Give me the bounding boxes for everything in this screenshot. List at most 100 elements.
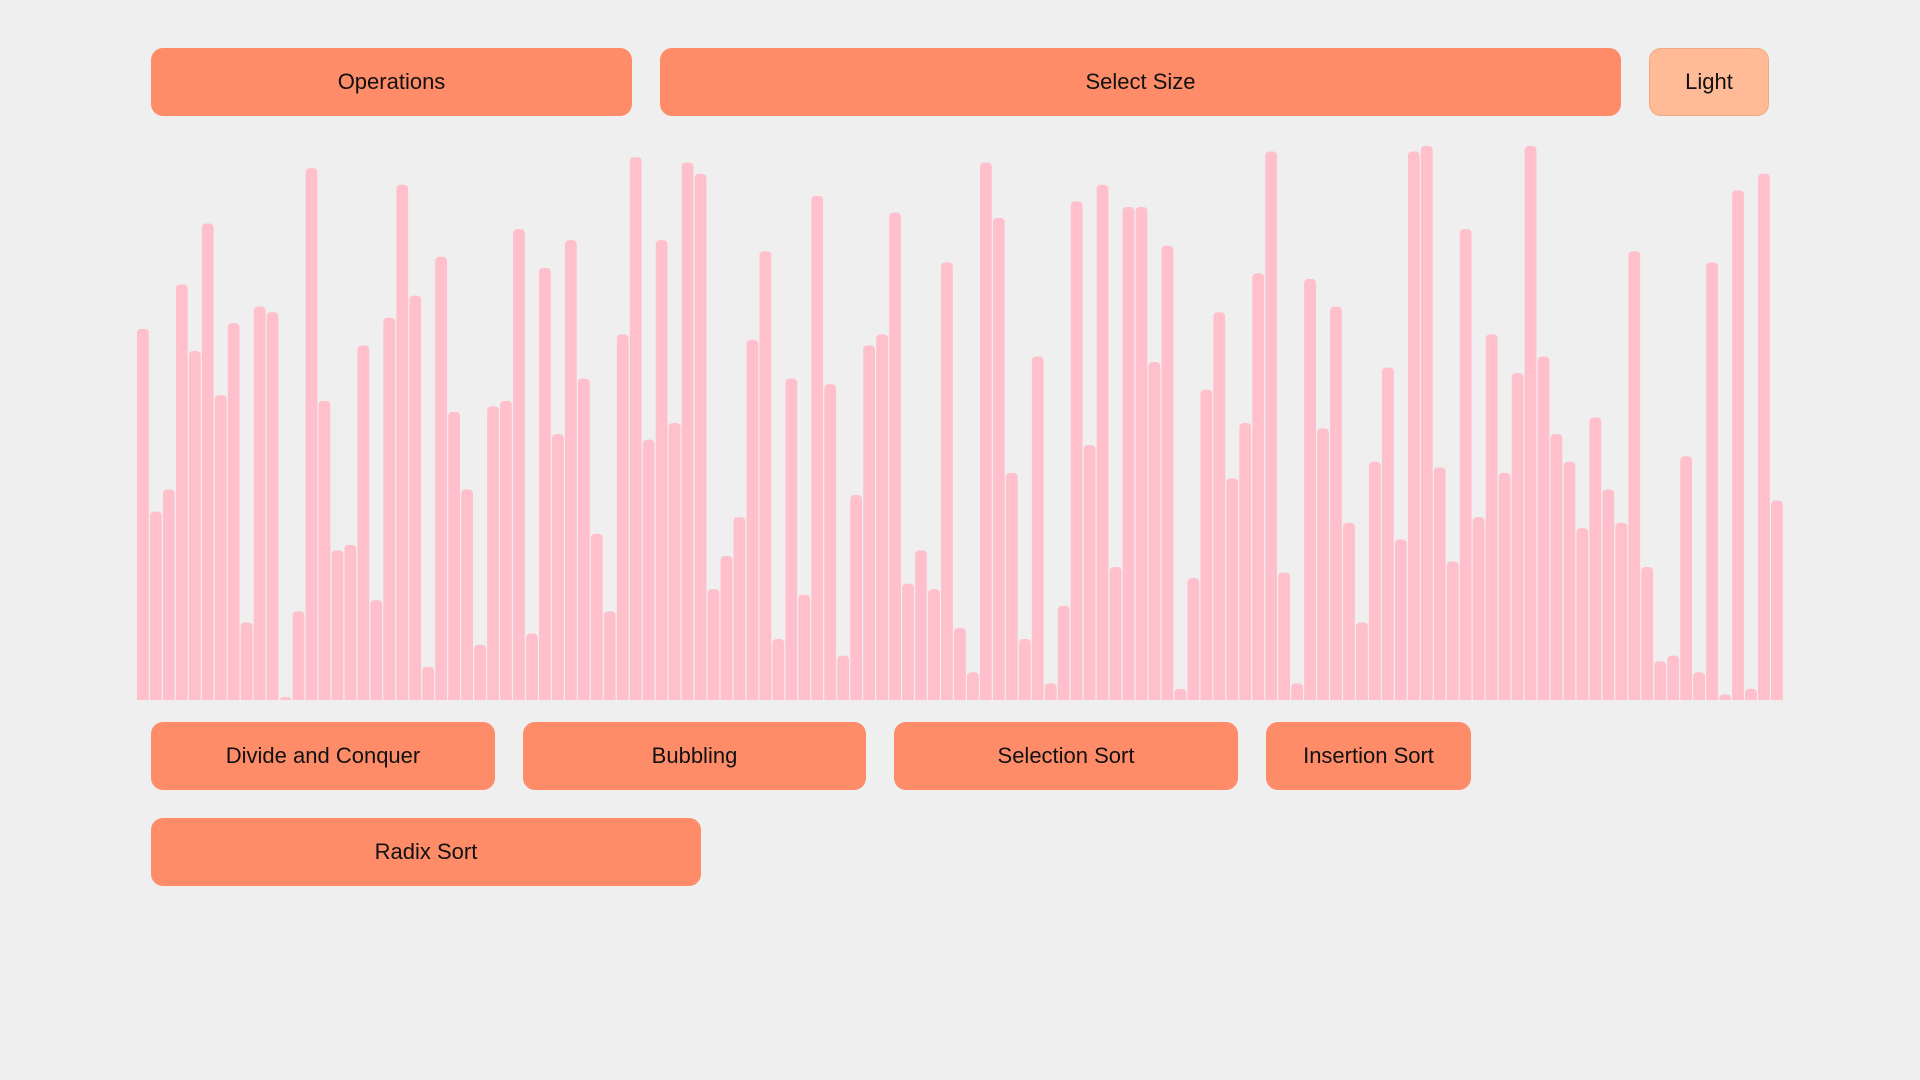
array-bar [461,489,473,700]
array-bar [214,395,227,700]
array-bar [1563,461,1576,700]
array-bar [266,312,279,700]
array-bar [941,262,953,700]
array-bar [1317,428,1329,700]
array-bar [889,212,901,700]
array-bar [954,627,966,700]
array-bar [720,555,733,700]
array-bar [539,267,551,700]
array-bar [1200,389,1213,700]
array-bar [590,533,603,700]
array-bar [928,589,940,700]
array-bar [1654,661,1667,700]
select-size-button[interactable]: Select Size [660,48,1621,116]
array-bar [149,511,162,700]
array-bar [681,162,694,700]
array-bar [1576,528,1589,700]
array-bar [733,517,746,700]
array-bar [1057,605,1070,700]
array-bar [564,240,577,700]
array-bar [448,411,461,700]
merge-sort-button[interactable]: Divide and Conquer [151,722,495,790]
array-bar [1433,467,1446,700]
array-bar [1304,278,1316,700]
array-bar [1628,251,1641,700]
array-bar [1472,517,1485,700]
theme-toggle-button[interactable]: Light [1649,48,1769,116]
array-bar [1356,622,1368,700]
array-bar [1693,672,1705,700]
array-bar [1044,683,1057,700]
array-bar [1148,362,1161,700]
array-bar [603,611,616,700]
array-bar [798,594,811,700]
array-bar [1407,151,1420,700]
selection-sort-button[interactable]: Selection Sort [894,722,1238,790]
array-bar [1135,206,1148,700]
array-bar [1680,456,1693,700]
array-bar [1641,567,1654,700]
radix-sort-button[interactable]: Radix Sort [151,818,701,886]
array-bar [902,583,914,700]
array-bar [1381,367,1394,700]
array-bar [227,323,240,700]
array-bars [137,146,1783,700]
array-bar [292,611,305,700]
array-bar [1550,434,1563,700]
array-bar [1498,472,1511,700]
array-bar [253,306,266,700]
array-bar [694,173,707,700]
insertion-sort-button[interactable]: Insertion Sort [1266,722,1471,790]
array-bar [396,184,409,700]
array-bar [331,550,344,700]
array-bar [876,334,888,700]
array-bar [1005,472,1018,700]
array-bar [655,240,668,700]
array-bar [422,666,435,700]
array-bar [1537,356,1550,700]
array-bar [1589,417,1602,700]
array-bar [668,423,681,700]
array-bar [1109,567,1122,700]
array-bar [344,544,357,700]
array-bar [1420,146,1433,700]
array-bar [1343,522,1355,700]
array-bar [1485,334,1498,700]
array-bar [357,345,370,700]
operations-button[interactable]: Operations [151,48,632,116]
bubble-sort-button[interactable]: Bubbling [523,722,866,790]
array-bar [1122,206,1135,700]
array-bar [1745,688,1757,700]
array-bar [1511,373,1524,700]
array-bar [305,168,318,700]
array-bar [966,672,979,700]
array-bar [642,439,655,700]
array-bar [1602,489,1615,700]
array-bar [837,655,850,700]
array-bar [1187,578,1200,700]
array-bar [1070,201,1083,700]
array-bar [1524,146,1537,700]
array-bar [707,589,720,700]
array-bar [1213,312,1226,700]
array-bar [240,622,253,700]
array-bar [1278,572,1290,700]
array-bar [1369,461,1381,700]
array-bar [850,495,863,700]
array-bar [1174,688,1187,700]
array-bar [863,345,876,700]
array-bar [1226,478,1239,700]
array-bar [526,633,538,700]
array-bar [1161,245,1174,700]
array-bar [1719,694,1731,700]
array-bar [1096,184,1109,700]
array-bar [1771,500,1783,700]
array-bar [992,218,1005,700]
array-bar [577,378,590,700]
array-bar [370,600,383,700]
array-bar [409,295,422,700]
array-bar [1083,445,1096,700]
array-bar [629,157,642,700]
array-bar [1615,522,1628,700]
array-bar [1031,356,1044,700]
